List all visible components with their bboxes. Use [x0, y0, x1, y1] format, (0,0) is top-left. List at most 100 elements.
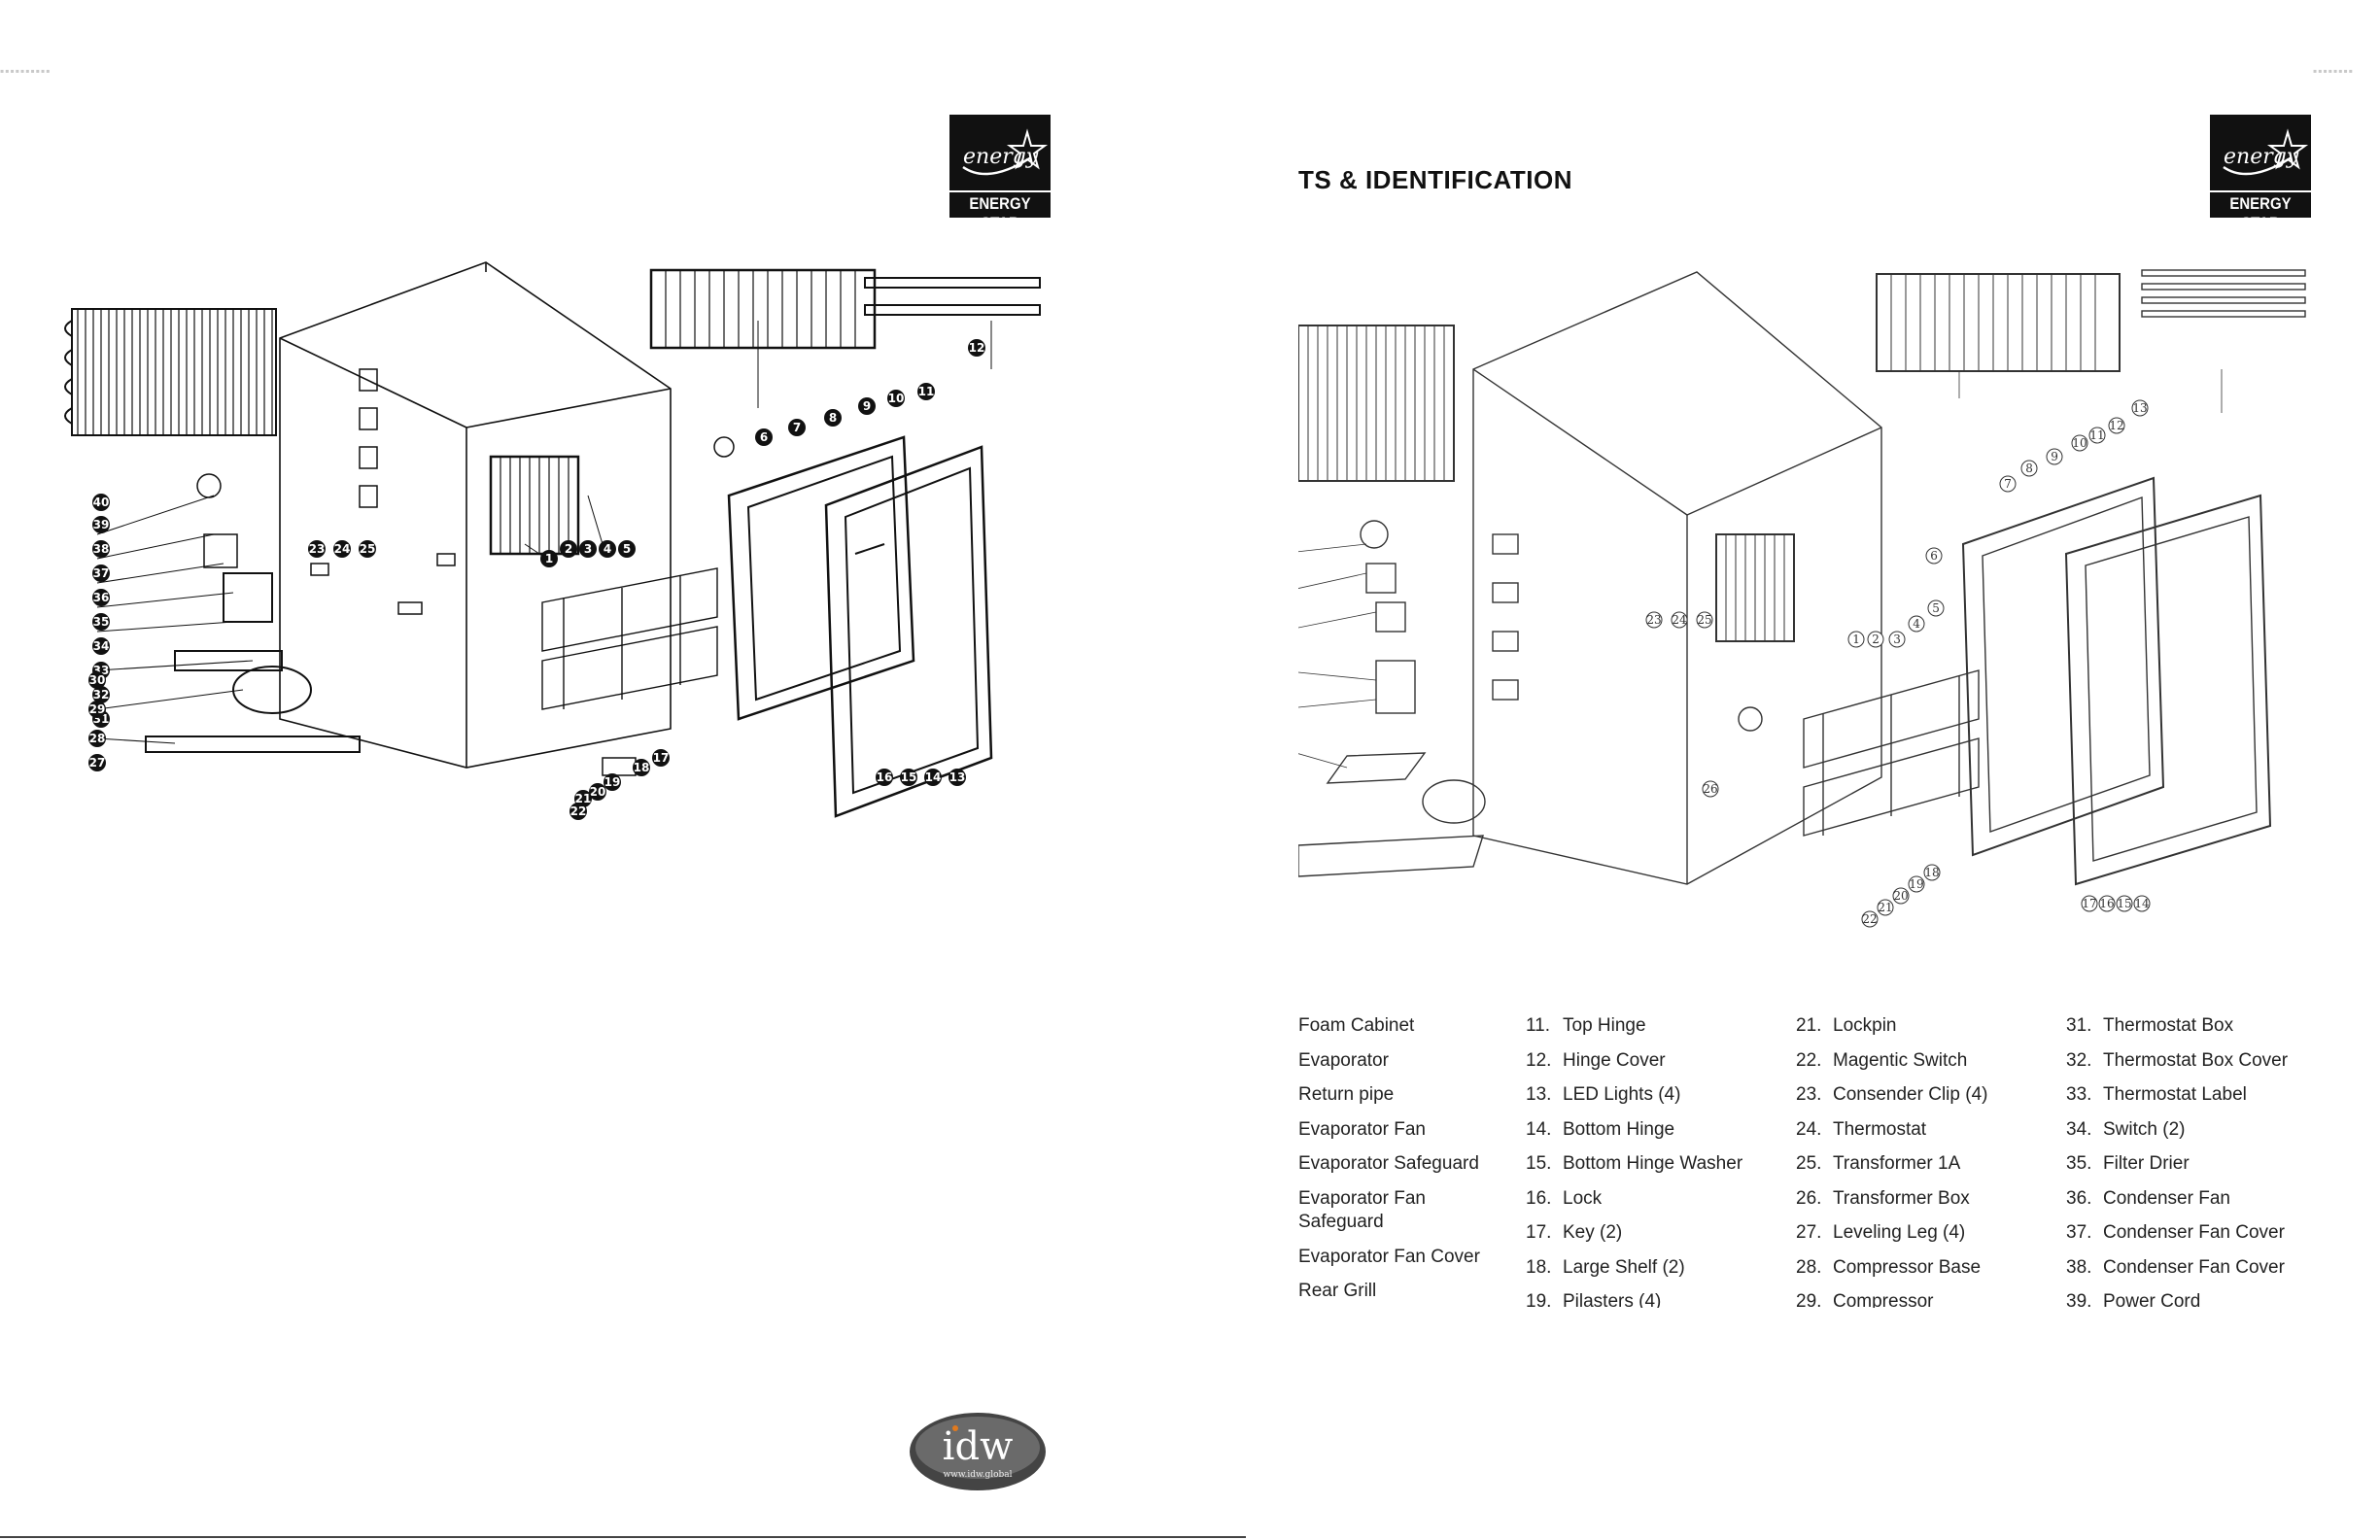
parts-list-item: 21.Lockpin — [1796, 1015, 1897, 1036]
parts-list-item: 38.Condenser Fan Cover — [2066, 1256, 2285, 1278]
svg-text:13: 13 — [949, 770, 966, 784]
svg-text:38: 38 — [93, 542, 110, 556]
parts-list-item: 23.Consender Clip (4) — [1796, 1084, 1988, 1105]
compressor — [145, 572, 361, 753]
svg-text:10: 10 — [2072, 436, 2087, 450]
energy-star-label: ENERGY STAR — [2229, 194, 2292, 232]
svg-text:19: 19 — [1909, 877, 1923, 891]
parts-list-item: 13.LED Lights (4) — [1526, 1084, 1681, 1105]
parts-list-item: 11.Top Hinge — [1526, 1015, 1646, 1036]
parts-list-item: Evaporator Fan — [1298, 1118, 1426, 1140]
parts-list-item: 31.Thermostat Box — [2066, 1015, 2234, 1036]
exploded-diagram-left: 40 39 38 37 36 35 34 33 32 31 30 29 28 2… — [64, 261, 1041, 820]
svg-text:37: 37 — [93, 566, 110, 580]
svg-text:36: 36 — [93, 591, 110, 604]
svg-text:22: 22 — [1862, 912, 1877, 926]
glass-door — [1961, 476, 2272, 886]
parts-list-item: 24.Thermostat — [1796, 1118, 1927, 1140]
parts-list-item: 18.Large Shelf (2) — [1526, 1256, 1685, 1278]
idw-logo-text: idw — [943, 1424, 1014, 1469]
small-parts — [196, 368, 735, 776]
energy-star-icon: energy — [962, 128, 1049, 176]
compressor — [1298, 660, 1486, 877]
svg-text:1: 1 — [545, 552, 553, 565]
parts-list-item: Evaporator Fan Safeguard — [1298, 1187, 1426, 1232]
svg-text:17: 17 — [2082, 897, 2096, 910]
svg-text:30: 30 — [89, 673, 106, 687]
parts-list-item: 34.Switch (2) — [2066, 1118, 2186, 1140]
svg-text:15: 15 — [2117, 897, 2131, 910]
parts-list-item: 35.Filter Drier — [2066, 1153, 2190, 1174]
parts-list-item: 32.Thermostat Box Cover — [2066, 1049, 2289, 1071]
cabinet — [279, 261, 672, 769]
parts-column-4: 31.Thermostat Box 32.Thermostat Box Cove… — [2066, 1009, 2358, 1308]
svg-text:8: 8 — [829, 411, 837, 425]
svg-text:7: 7 — [2004, 477, 2012, 491]
energy-star-badge: energy ENERGY STAR — [949, 115, 1051, 232]
parts-list-item: 36.Condenser Fan — [2066, 1187, 2230, 1209]
parts-column-2: 11.Top Hinge 12.Hinge Cover 13.LED Light… — [1526, 1009, 1788, 1308]
idw-logo-url: www.idw.global — [943, 1470, 1012, 1480]
svg-text:1: 1 — [1852, 633, 1860, 646]
condenser-coil — [64, 308, 277, 436]
svg-text:26: 26 — [1703, 782, 1717, 796]
parts-list: Foam Cabinet Evaporator Return pipe Evap… — [1298, 1009, 2367, 1308]
left-page: ▪▪▪▪▪▪▪▪▪▪ energy ENERGY STAR — [0, 64, 1051, 1490]
svg-text:23: 23 — [1646, 613, 1661, 627]
parts-list-item: Return pipe — [1298, 1084, 1395, 1105]
svg-text:2: 2 — [565, 542, 572, 556]
parts-list-item: 27.Leveling Leg (4) — [1796, 1222, 1966, 1243]
parts-list-item: 16.Lock — [1526, 1187, 1603, 1209]
svg-text:22: 22 — [570, 804, 587, 818]
svg-text:23: 23 — [309, 542, 326, 556]
svg-text:3: 3 — [584, 542, 592, 556]
parts-column-3: 21.Lockpin 22.Magentic Switch 23.Consend… — [1796, 1009, 2058, 1308]
shelves — [541, 567, 718, 710]
parts-column-1: Foam Cabinet Evaporator Return pipe Evap… — [1298, 1009, 1522, 1308]
parts-list-item: 26.Transformer Box — [1796, 1187, 1970, 1209]
svg-text:4: 4 — [1913, 617, 1920, 631]
page-heading: TS & IDENTIFICATION — [1298, 165, 1573, 194]
svg-text:14: 14 — [2134, 897, 2150, 910]
svg-text:32: 32 — [93, 688, 110, 702]
svg-text:10: 10 — [888, 392, 905, 405]
svg-text:21: 21 — [1878, 901, 1892, 914]
svg-text:12: 12 — [2109, 419, 2123, 432]
svg-text:15: 15 — [901, 770, 917, 784]
parts-list-item: 25.Transformer 1A — [1796, 1153, 1961, 1174]
svg-text:27: 27 — [89, 756, 106, 770]
parts-list-item: 17.Key (2) — [1526, 1222, 1623, 1243]
svg-text:24: 24 — [334, 542, 351, 556]
parts-list-item: 12.Hinge Cover — [1526, 1049, 1666, 1071]
svg-text:14: 14 — [925, 770, 942, 784]
parts-list-item: 29.Compressor — [1796, 1291, 1934, 1308]
svg-text:12: 12 — [969, 341, 985, 355]
svg-text:11: 11 — [2089, 428, 2104, 442]
page-bottom-edge — [0, 1536, 1246, 1538]
svg-text:21: 21 — [575, 792, 592, 805]
rear-grill — [649, 268, 1041, 350]
small-parts — [1360, 520, 1763, 732]
svg-text:17: 17 — [653, 751, 670, 765]
svg-text:6: 6 — [1930, 549, 1938, 563]
parts-list-item: 15.Bottom Hinge Washer — [1526, 1153, 1743, 1174]
svg-text:40: 40 — [93, 496, 110, 509]
parts-list-item: Rear Grill — [1298, 1281, 1377, 1301]
svg-text:29: 29 — [89, 702, 106, 716]
svg-text:7: 7 — [793, 421, 801, 434]
parts-list-item: 39.Power Cord — [2066, 1291, 2201, 1308]
leader-lines — [96, 321, 992, 744]
right-page: ▪▪▪▪▪▪▪▪ energy ENERGY STAR — [1246, 0, 2380, 1540]
parts-list-item: 22.Magentic Switch — [1796, 1049, 1968, 1071]
svg-text:9: 9 — [863, 399, 871, 413]
svg-text:11: 11 — [918, 385, 935, 398]
svg-text:28: 28 — [89, 732, 106, 745]
svg-text:18: 18 — [1924, 866, 1939, 879]
svg-text:9: 9 — [2051, 450, 2058, 463]
svg-text:18: 18 — [634, 761, 650, 774]
parts-list-item: 14.Bottom Hinge — [1526, 1118, 1675, 1140]
energy-star-label: ENERGY STAR — [969, 194, 1031, 232]
svg-text:34: 34 — [93, 639, 110, 653]
exploded-diagram-right: 23 24 25 26 2 3 4 5 6 1 7 8 9 10 11 12 1… — [1298, 269, 2306, 928]
parts-list-item: 33.Thermostat Label — [2066, 1084, 2247, 1105]
